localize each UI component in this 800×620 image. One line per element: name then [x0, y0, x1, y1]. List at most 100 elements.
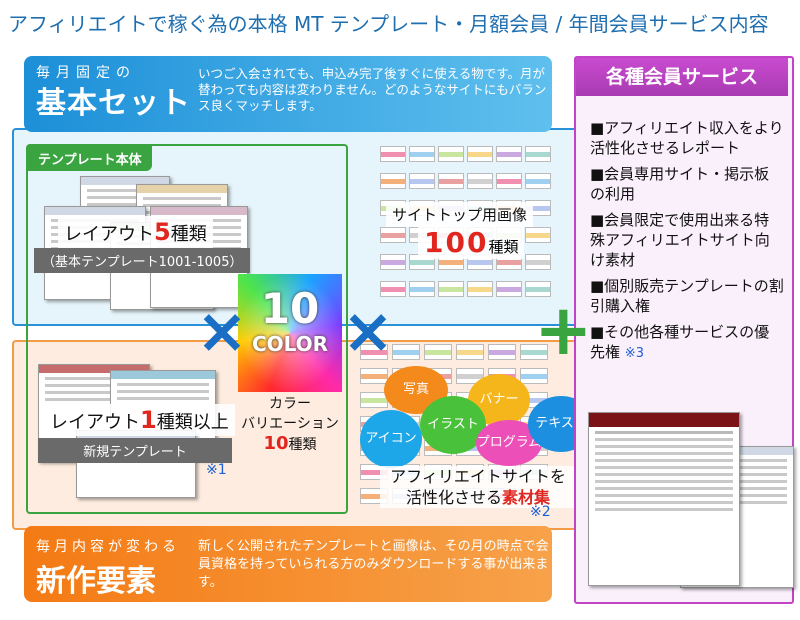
- thumbnail-strip: [380, 227, 406, 243]
- layout1-label: レイアウト1種類以上: [44, 404, 235, 436]
- monthly-description: 新しく公開されたテンプレートと画像は、その月の時点で会員資格を持っていられる方の…: [198, 539, 549, 590]
- thumbnail-strip: [520, 344, 548, 360]
- thumbnail-strip-band: [526, 260, 550, 265]
- thumbnail-strip-band: [381, 287, 405, 292]
- template-panel: [26, 144, 348, 514]
- thumbnail-strip: [467, 281, 493, 297]
- thumbnail-strip: [380, 173, 406, 189]
- thumbnail-strip-band: [381, 179, 405, 184]
- template-tag: テンプレート本体: [28, 146, 152, 171]
- layout1-band: 新規テンプレート: [38, 438, 232, 463]
- thumbnail-strip: [380, 254, 406, 270]
- thumbnail-strip-band: [497, 179, 521, 184]
- thumbnail-strip: [496, 281, 522, 297]
- monthly-header: [24, 526, 552, 602]
- thumbnail-strip-band: [497, 260, 521, 265]
- times-symbol-right: ×: [342, 294, 394, 367]
- thumbnail-strip: [380, 281, 406, 297]
- service-item: ■会員専用サイト・掲示板の利用: [590, 165, 770, 203]
- color-word: COLOR: [251, 332, 329, 356]
- layout1-count: 1: [140, 406, 157, 434]
- monthly-subtitle: 毎月内容が変わる: [36, 539, 180, 555]
- thumbnail-strip-band: [410, 260, 434, 265]
- thumbnail-strip-band: [381, 233, 405, 238]
- thumbnail-strip-band: [410, 179, 434, 184]
- thumbnail-strip-band: [468, 287, 492, 292]
- thumbnail-strip: [360, 392, 388, 408]
- sitetop-count-label: 100種類: [418, 226, 525, 259]
- layout1-label-prefix: レイアウト: [50, 412, 140, 433]
- thumbnail-strip-band: [393, 350, 419, 355]
- thumbnail-strip: [525, 146, 551, 162]
- plus-symbol: +: [534, 289, 593, 371]
- asset-label-highlight: 素材集: [502, 488, 551, 507]
- times-symbol-left: ×: [196, 294, 248, 367]
- thumbnail-strip: [438, 173, 464, 189]
- layout5-count: 5: [154, 218, 171, 246]
- color-label-count: 10: [263, 433, 289, 454]
- member-site-screenshot: [588, 412, 740, 586]
- layout5-label: レイアウト5種類: [58, 216, 213, 248]
- thumbnail-strip-band: [497, 287, 521, 292]
- thumbnail-strip-band: [521, 374, 547, 379]
- layout5-subtitle: （基本テンプレート1001-1005）: [34, 248, 251, 273]
- color-variation-label: カラー バリエーション 10種類: [228, 394, 352, 455]
- sitetop-count: 100: [424, 226, 489, 259]
- layout5-label-suffix: 種類: [170, 224, 207, 245]
- thumbnail-strip: [525, 254, 551, 270]
- thumbnail-strip: [360, 368, 388, 384]
- basic-set-header: [24, 56, 552, 132]
- sitetop-label: サイトトップ用画像: [386, 202, 534, 227]
- thumbnail-strip-band: [439, 287, 463, 292]
- thumbnail-strip-band: [521, 350, 547, 355]
- thumbnail-strip: [488, 344, 516, 360]
- note-2: ※2: [530, 504, 551, 520]
- note-3: ※3: [624, 346, 644, 361]
- thumbnail-strip: [467, 173, 493, 189]
- thumbnail-strip: [496, 173, 522, 189]
- asset-label-line1: アフィリエイトサイトを: [390, 467, 566, 486]
- thumbnail-strip: [409, 173, 435, 189]
- thumbnail-strip-band: [526, 233, 550, 238]
- basic-set-subtitle: 毎月固定の: [36, 65, 136, 81]
- thumbnail-strip: [525, 281, 551, 297]
- thumbnail-strip-band: [526, 206, 550, 211]
- thumbnail-strip: [496, 146, 522, 162]
- asset-icon: アイコン: [360, 410, 422, 468]
- thumbnail-strip-band: [361, 494, 387, 499]
- monthly-heading: 新作要素: [36, 564, 156, 599]
- thumbnail-strip: [380, 146, 406, 162]
- color-label-suffix: 種類: [288, 437, 317, 453]
- color-label-line1: カラー: [269, 396, 311, 412]
- thumbnail-strip: [424, 344, 452, 360]
- thumbnail-strip: [409, 146, 435, 162]
- color-variation-swatch: [238, 274, 342, 392]
- service-item: ■アフィリエイト収入をより活性化させるレポート: [590, 119, 784, 157]
- thumbnail-strip-band: [526, 287, 550, 292]
- asset-program: プログラム: [476, 420, 542, 466]
- member-services-header: 各種会員サービス: [576, 58, 788, 96]
- thumbnail-strip-band: [457, 374, 483, 379]
- service-item: ■個別販売テンプレートの割引購入権: [590, 277, 784, 315]
- thumbnail-strip: [525, 227, 551, 243]
- thumbnail-strip-band: [457, 350, 483, 355]
- thumbnail-strip-band: [361, 470, 387, 475]
- member-services-list: ■アフィリエイト収入をより活性化させるレポート ■会員専用サイト・掲示板の利用 …: [590, 118, 784, 370]
- service-item-text: ■その他各種サービスの優先権: [590, 323, 770, 361]
- thumbnail-strip-band: [489, 350, 515, 355]
- thumbnail-strip: [525, 173, 551, 189]
- color-count: 10: [260, 284, 320, 333]
- layout5-label-prefix: レイアウト: [64, 224, 154, 245]
- page-title: アフィリエイトで稼ぐ為の本格 MT テンプレート・月額会員 / 年間会員サービス…: [8, 12, 769, 36]
- thumbnail-strip-band: [497, 152, 521, 157]
- service-item: ■その他各種サービスの優先権 ※3: [590, 322, 784, 364]
- thumbnail-strip-band: [425, 350, 451, 355]
- basic-set-heading: 基本セット: [36, 86, 191, 121]
- thumbnail-strip-band: [410, 287, 434, 292]
- thumbnail-strip: [520, 368, 548, 384]
- thumbnail-strip-band: [468, 152, 492, 157]
- sitetop-count-suffix: 種類: [488, 238, 519, 256]
- asset-label-line2: 活性化させる: [405, 488, 502, 507]
- thumbnail-strip-band: [410, 152, 434, 157]
- thumbnail-strip: [456, 344, 484, 360]
